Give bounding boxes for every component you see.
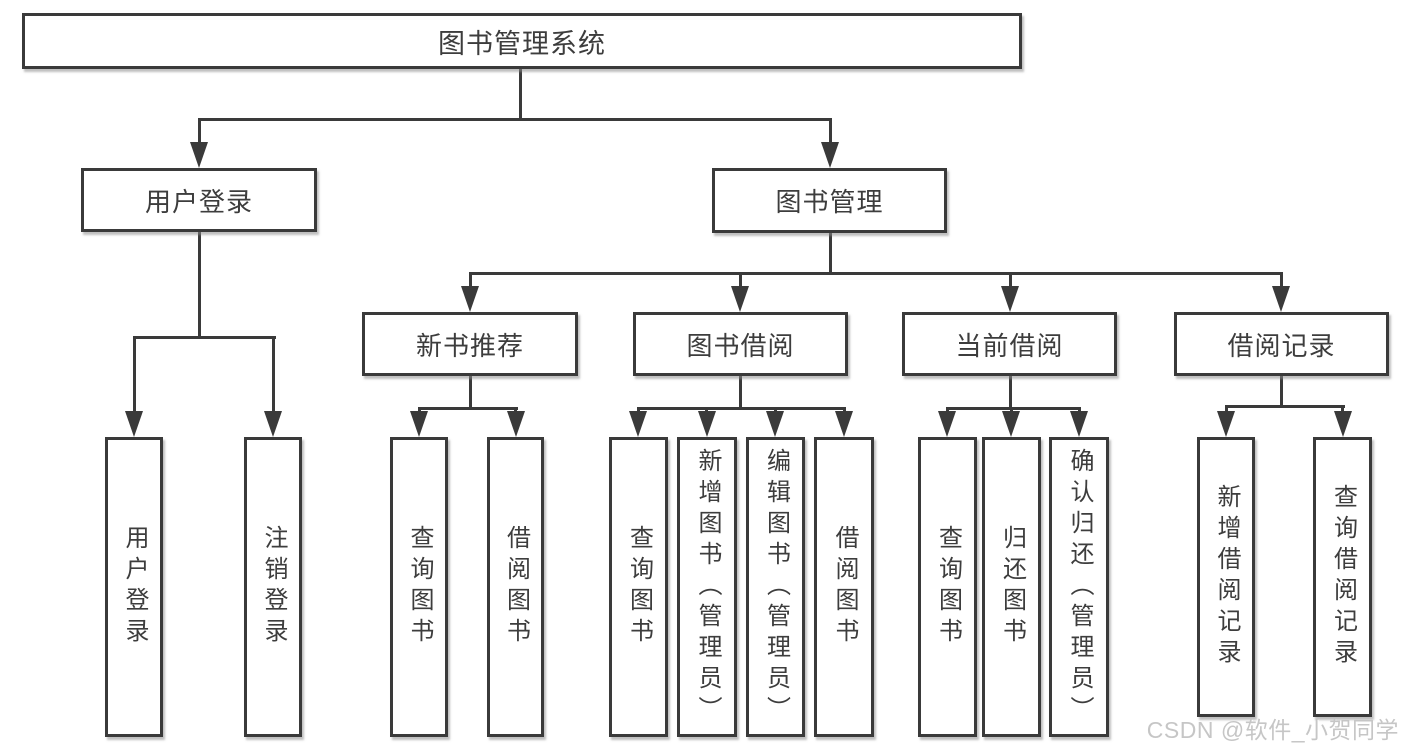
leaf-query-books-borrow: 查询图书 (609, 437, 668, 737)
connector-line (271, 336, 275, 412)
arrow-down-icon (1272, 286, 1290, 312)
leaf-logout-label: 注销登录 (260, 525, 287, 649)
node-current-borrow-label: 当前借阅 (955, 330, 1064, 361)
arrow-down-icon (264, 411, 282, 437)
leaf-borrow-books-recommend-label: 借阅图书 (502, 525, 530, 649)
arrow-down-icon (1070, 411, 1088, 437)
connector-line (468, 272, 472, 287)
leaf-query-books-current-label: 查询图书 (934, 525, 962, 649)
node-new-book-recommend: 新书推荐 (362, 312, 578, 376)
connector-line (518, 69, 522, 118)
connector-line (197, 118, 832, 121)
connector-line (842, 407, 846, 413)
arrow-down-icon (1002, 411, 1020, 437)
watermark: CSDN @软件_小贺同学 (1146, 717, 1399, 743)
connector-line (705, 407, 708, 413)
arrow-down-icon (938, 411, 956, 437)
arrow-down-icon (125, 411, 143, 437)
connector-line (773, 407, 777, 413)
connector-line (132, 336, 276, 339)
leaf-borrow-books-recommend: 借阅图书 (487, 437, 544, 737)
leaf-borrow-books: 借阅图书 (814, 437, 874, 737)
connector-line (1009, 407, 1013, 413)
node-book-management-label: 图书管理 (775, 187, 884, 217)
connector-line (514, 407, 517, 413)
leaf-user-login-label: 用户登录 (121, 525, 148, 649)
connector-line (1008, 272, 1012, 287)
connector-line (1077, 407, 1081, 413)
node-book-borrow-label: 图书借阅 (686, 330, 795, 361)
arrow-down-icon (629, 411, 647, 437)
connector-line (738, 376, 742, 407)
leaf-add-book-admin-label: 新增图书（管理员） (694, 447, 721, 727)
arrow-down-icon (821, 142, 839, 168)
leaf-query-books-recommend-label: 查询图书 (406, 525, 433, 649)
connector-line (945, 407, 949, 413)
arrow-down-icon (461, 286, 479, 312)
connector-line (636, 407, 640, 413)
connector-line (1341, 405, 1344, 413)
arrow-down-icon (506, 411, 525, 437)
connector-line (828, 233, 832, 272)
connector-line (468, 376, 472, 407)
connector-line (636, 407, 846, 410)
connector-line (738, 272, 742, 287)
arrow-down-icon (410, 411, 428, 437)
node-new-book-recommend-label: 新书推荐 (415, 330, 524, 361)
leaf-edit-book-admin-label: 编辑图书（管理员） (762, 447, 790, 727)
node-root: 图书管理系统 (22, 13, 1022, 69)
node-borrow-records: 借阅记录 (1174, 312, 1389, 376)
leaf-edit-book-admin: 编辑图书（管理员） (746, 437, 805, 737)
connector-line (197, 119, 201, 144)
arrow-down-icon (1333, 411, 1352, 437)
leaf-return-books-label: 归还图书 (998, 525, 1026, 649)
leaf-query-borrow-record: 查询借阅记录 (1313, 437, 1372, 717)
leaf-add-book-admin: 新增图书（管理员） (677, 437, 737, 737)
connector-line (1224, 405, 1228, 413)
connector-line (1008, 376, 1012, 407)
leaf-query-books-recommend: 查询图书 (390, 437, 448, 737)
leaf-query-books-current: 查询图书 (918, 437, 977, 737)
node-current-borrow: 当前借阅 (902, 312, 1117, 376)
leaf-confirm-return-admin-label: 确认归还（管理员） (1066, 447, 1093, 727)
node-root-label: 图书管理系统 (438, 28, 606, 59)
arrow-down-icon (766, 411, 784, 437)
connector-line (468, 272, 1283, 275)
connector-line (1279, 376, 1283, 405)
leaf-add-borrow-record: 新增借阅记录 (1197, 437, 1255, 717)
leaf-borrow-books-label: 借阅图书 (831, 525, 858, 649)
connector-line (1279, 272, 1283, 287)
leaf-user-login: 用户登录 (105, 437, 163, 737)
connector-line (132, 336, 136, 412)
arrow-down-icon (1001, 286, 1019, 312)
node-borrow-records-label: 借阅记录 (1227, 330, 1336, 361)
arrow-down-icon (1217, 411, 1235, 437)
connector-line (828, 119, 832, 144)
connector-line (417, 407, 421, 413)
connector-line (197, 232, 201, 336)
connector-line (417, 407, 518, 410)
leaf-return-books: 归还图书 (982, 437, 1041, 737)
node-book-borrow: 图书借阅 (633, 312, 848, 376)
node-user-login: 用户登录 (81, 168, 317, 232)
leaf-add-borrow-record-label: 新增借阅记录 (1213, 484, 1240, 670)
arrow-down-icon (835, 411, 853, 437)
leaf-logout: 注销登录 (244, 437, 302, 737)
connector-line (1224, 405, 1345, 408)
leaf-query-borrow-record-label: 查询借阅记录 (1329, 484, 1357, 670)
arrow-down-icon (190, 142, 208, 168)
connector-line (945, 407, 1081, 410)
leaf-query-books-borrow-label: 查询图书 (625, 525, 653, 649)
node-book-management: 图书管理 (712, 168, 947, 233)
arrow-down-icon (697, 411, 716, 437)
leaf-confirm-return-admin: 确认归还（管理员） (1049, 437, 1109, 737)
arrow-down-icon (731, 286, 749, 312)
node-user-login-label: 用户登录 (144, 186, 253, 217)
